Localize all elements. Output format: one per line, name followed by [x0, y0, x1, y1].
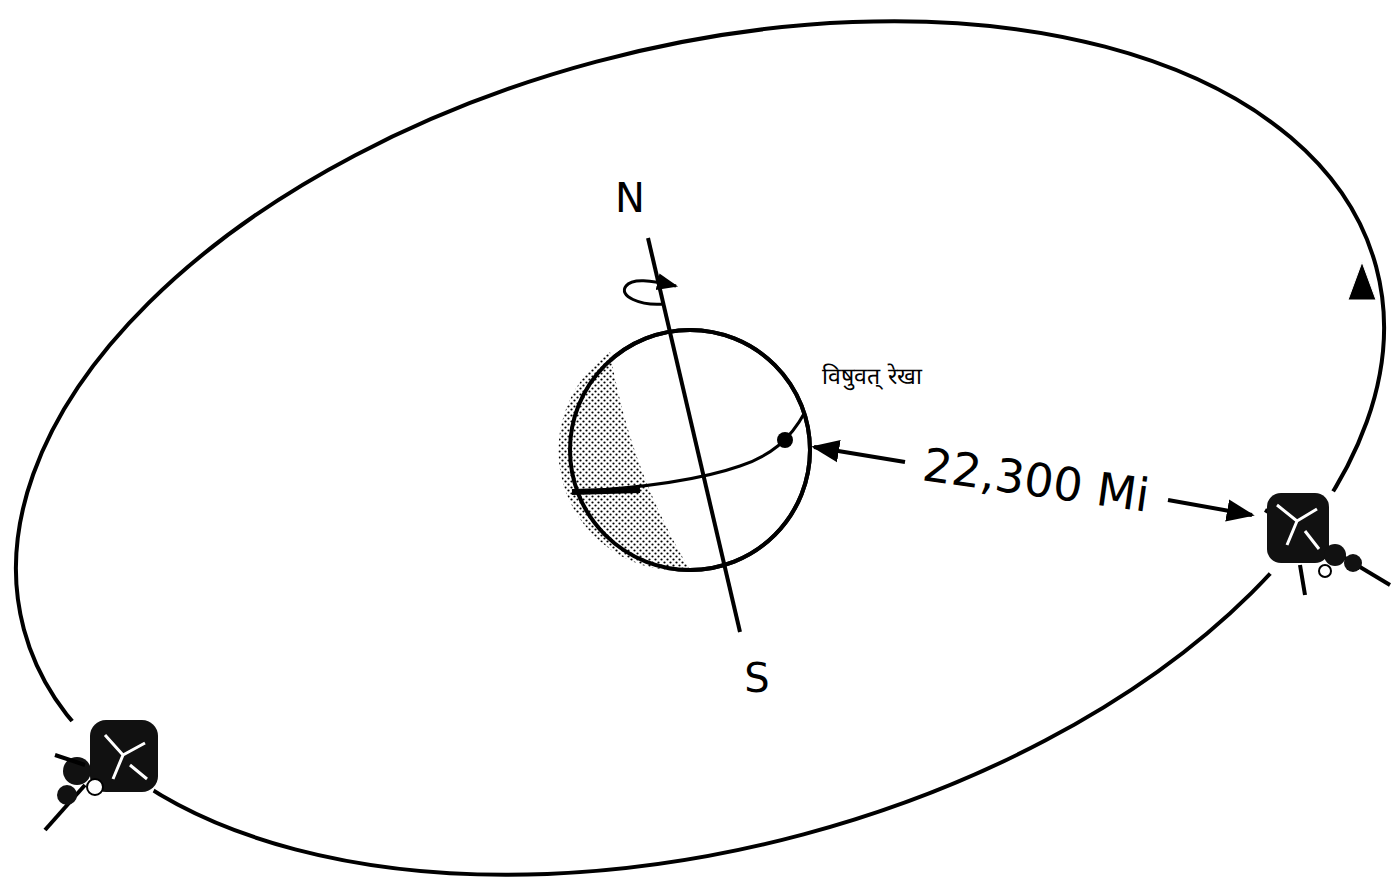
subsatellite-point	[777, 432, 793, 448]
night-shading	[558, 352, 690, 571]
equator-line	[572, 412, 805, 492]
pole-label: N	[612, 176, 648, 220]
pole-label: S	[741, 656, 772, 700]
distance-leader	[1168, 500, 1252, 515]
rotation-arrow	[624, 281, 676, 305]
equator-near	[572, 490, 640, 492]
equator-label: विषुवत् रेखा	[819, 364, 924, 389]
distance-label: 22,300 Mi	[917, 439, 1156, 522]
earth-outline	[570, 330, 810, 570]
orbit-arrowhead	[1348, 262, 1376, 300]
distance-leader	[814, 447, 905, 462]
satellite	[1253, 483, 1390, 595]
rotation-axis	[648, 238, 740, 632]
satellite	[45, 710, 160, 830]
